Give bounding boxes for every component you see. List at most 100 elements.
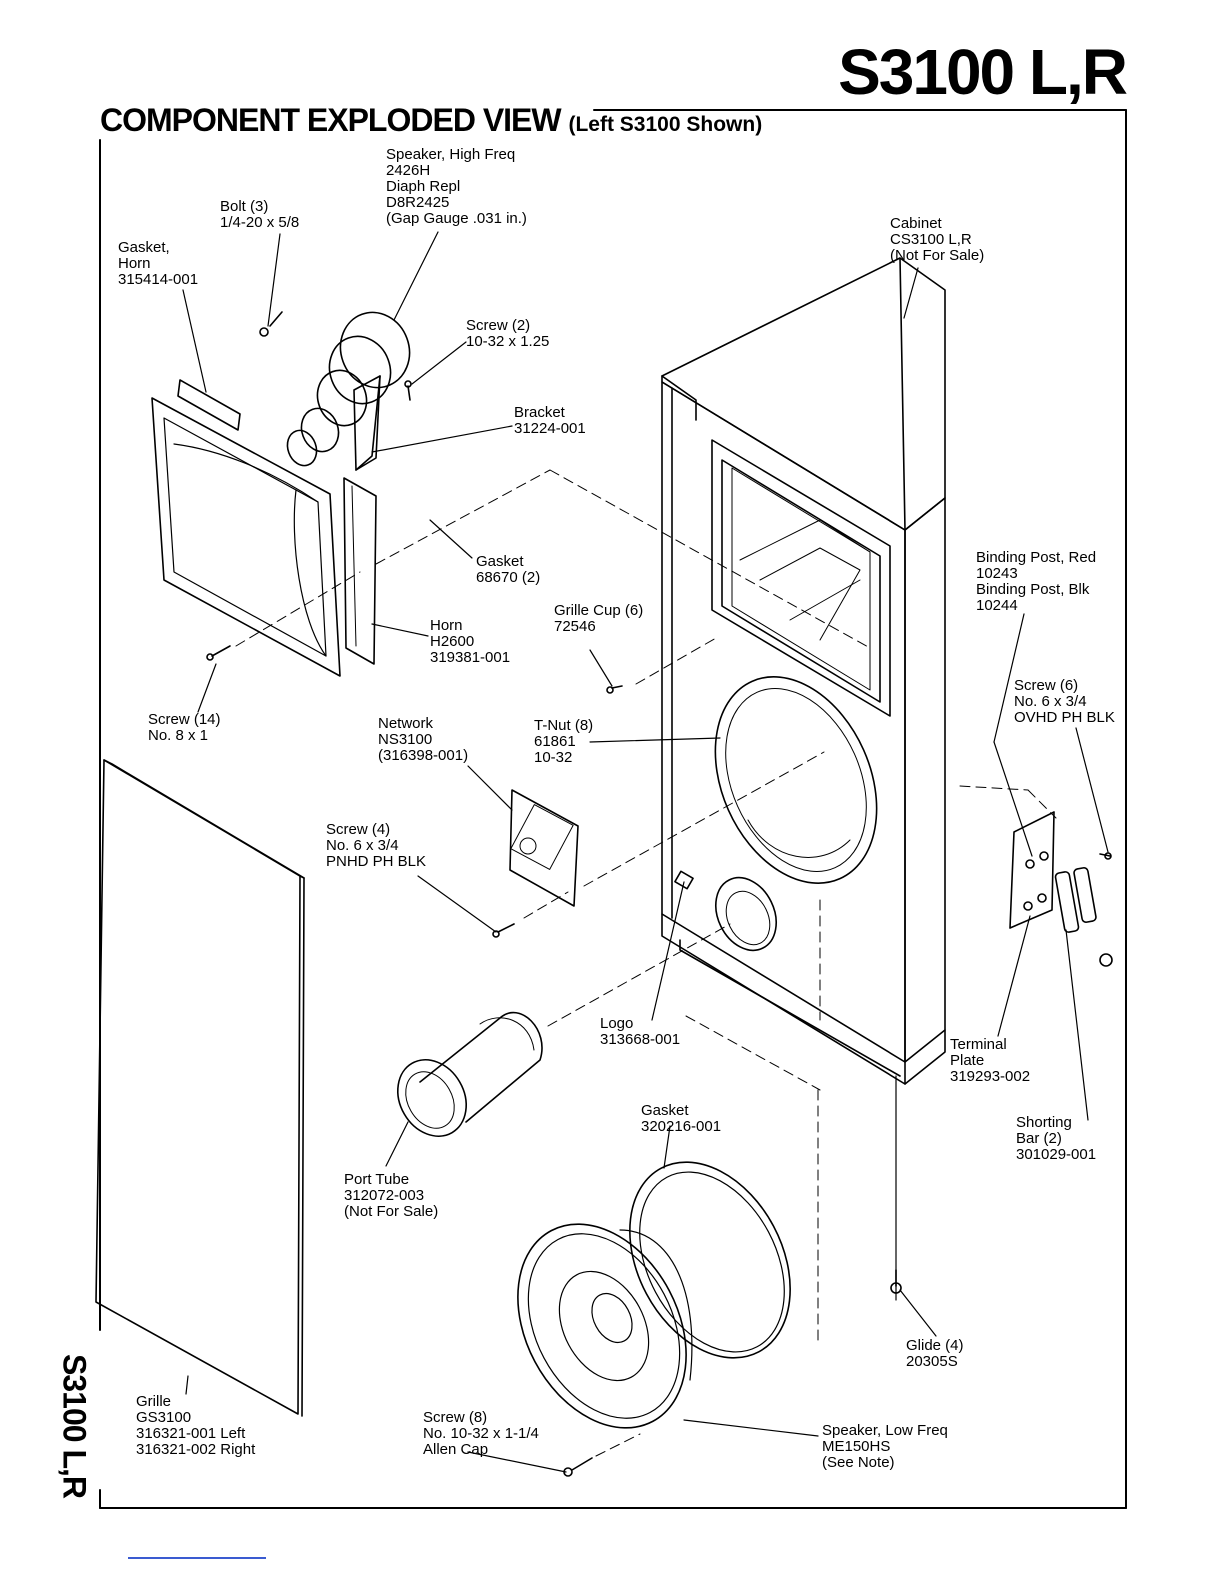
- callout-line: 10244: [976, 597, 1018, 614]
- callout-screw-6: Screw (6) No. 6 x 3/4 OVHD PH BLK: [1014, 678, 1115, 726]
- callout-line: Binding Post, Red: [976, 549, 1097, 566]
- callout-line: (Not For Sale): [344, 1203, 439, 1220]
- callout-line: No. 6 x 3/4: [1014, 693, 1087, 710]
- callout-line: Horn: [430, 617, 463, 634]
- callout-line: Logo: [600, 1015, 634, 1032]
- callout-line: 72546: [554, 618, 596, 635]
- callout-line: Horn: [118, 255, 151, 272]
- callout-line: 10243: [976, 565, 1018, 582]
- view-title: COMPONENT EXPLODED VIEW (Left S3100 Show…: [100, 104, 762, 136]
- callout-line: (Gap Gauge .031 in.): [386, 210, 527, 227]
- hf-driver-drawing: [259, 311, 411, 471]
- callout-screw-8: Screw (8) No. 10-32 x 1-1/4 Allen Cap: [423, 1410, 539, 1458]
- callout-screw-4: Screw (4) No. 6 x 3/4 PNHD PH BLK: [326, 822, 426, 870]
- callout-gasket-68670: Gasket 68670 (2): [476, 554, 540, 586]
- callout-speaker-low-freq: Speaker, Low Freq ME150HS (See Note): [822, 1423, 948, 1471]
- grille-drawing: [95, 759, 305, 1417]
- callout-line: 319293-002: [950, 1068, 1031, 1085]
- callout-line: 315414-001: [118, 271, 199, 288]
- footer-link-underline[interactable]: [128, 1557, 266, 1559]
- port-tube-drawing: [397, 1011, 543, 1137]
- callout-line: 320216-001: [641, 1118, 722, 1135]
- callout-line: 20305S: [906, 1353, 958, 1370]
- callout-line: Plate: [950, 1052, 985, 1069]
- callout-glide: Glide (4) 20305S: [906, 1338, 964, 1370]
- callout-line: Terminal: [950, 1036, 1007, 1053]
- small-parts-drawing: [206, 380, 1111, 1477]
- callout-grille-cup: Grille Cup (6) 72546: [554, 603, 643, 635]
- callout-line: Port Tube: [344, 1171, 410, 1188]
- callout-line: Screw (2): [466, 317, 531, 334]
- callout-line: Glide (4): [906, 1337, 964, 1354]
- callout-binding-post: Binding Post, Red 10243 Binding Post, Bl…: [976, 550, 1096, 614]
- callout-logo: Logo 313668-001: [600, 1016, 680, 1048]
- callout-port-tube: Port Tube 312072-003 (Not For Sale): [344, 1172, 438, 1220]
- callout-line: Diaph Repl: [386, 178, 461, 195]
- callout-line: Bar (2): [1016, 1130, 1062, 1147]
- callout-line: Bracket: [514, 404, 565, 421]
- page-frame: [99, 109, 1127, 1509]
- callout-line: Speaker, High Freq: [386, 146, 516, 163]
- view-title-main: COMPONENT EXPLODED VIEW: [100, 102, 562, 138]
- callout-gasket-horn: Gasket, Horn 315414-001: [118, 240, 198, 288]
- callout-line: 10-32 x 1.25: [466, 333, 550, 350]
- callout-line: No. 8 x 1: [148, 727, 209, 744]
- callout-line: CS3100 L,R: [890, 231, 972, 248]
- callout-shorting-bar: Shorting Bar (2) 301029-001: [1016, 1115, 1096, 1163]
- callout-bolt: Bolt (3) 1/4-20 x 5/8: [220, 199, 299, 231]
- callout-screw-14: Screw (14) No. 8 x 1: [148, 712, 221, 744]
- callout-line: No. 6 x 3/4: [326, 837, 399, 854]
- callout-line: Binding Post, Blk: [976, 581, 1090, 598]
- callout-line: 31224-001: [514, 420, 586, 437]
- cabinet-drawing: [661, 257, 946, 1085]
- callout-bracket: Bracket 31224-001: [514, 405, 586, 437]
- leader-lines: [182, 231, 1109, 1473]
- callout-screw-2: Screw (2) 10-32 x 1.25: [466, 318, 549, 350]
- view-subtitle: (Left S3100 Shown): [568, 113, 763, 136]
- network-drawing: [509, 789, 579, 907]
- callout-t-nut: T-Nut (8) 61861 10-32: [534, 718, 593, 766]
- callout-line: 10-32: [534, 749, 573, 766]
- callout-gasket-320216: Gasket 320216-001: [641, 1103, 721, 1135]
- callout-line: GS3100: [136, 1409, 192, 1426]
- callout-line: Network: [378, 715, 434, 732]
- callout-cabinet: Cabinet CS3100 L,R (Not For Sale): [890, 216, 984, 264]
- callout-line: 319381-001: [430, 649, 511, 666]
- callout-line: 312072-003: [344, 1187, 425, 1204]
- assembly-axes: [235, 469, 1057, 1457]
- callout-line: No. 10-32 x 1-1/4: [423, 1425, 539, 1442]
- callout-line: 68670 (2): [476, 569, 541, 586]
- callout-terminal-plate: Terminal Plate 319293-002: [950, 1037, 1030, 1085]
- callout-line: NS3100: [378, 731, 433, 748]
- callout-line: Allen Cap: [423, 1441, 489, 1458]
- callout-line: ME150HS: [822, 1438, 891, 1455]
- callout-line: 2426H: [386, 162, 431, 179]
- callout-line: 313668-001: [600, 1031, 681, 1048]
- horn-drawing: [151, 379, 377, 677]
- callout-line: Grille: [136, 1393, 172, 1410]
- callout-line: Screw (8): [423, 1409, 488, 1426]
- callout-line: Screw (6): [1014, 677, 1079, 694]
- callout-line: Gasket: [476, 553, 524, 570]
- callout-line: (See Note): [822, 1454, 895, 1471]
- callout-line: T-Nut (8): [534, 717, 594, 734]
- callout-line: (316398-001): [378, 747, 469, 764]
- callout-line: Shorting: [1016, 1114, 1072, 1131]
- callout-line: OVHD PH BLK: [1014, 709, 1115, 726]
- callout-horn: Horn H2600 319381-001: [430, 618, 510, 666]
- callout-line: Gasket,: [118, 239, 170, 256]
- terminal-plate-drawing: [1009, 811, 1113, 967]
- callout-line: D8R2425: [386, 194, 450, 211]
- callout-line: Bolt (3): [220, 198, 269, 215]
- callout-line: 316321-002 Right: [136, 1441, 256, 1458]
- callout-line: 301029-001: [1016, 1146, 1097, 1163]
- callout-line: (Not For Sale): [890, 247, 985, 264]
- callout-network: Network NS3100 (316398-001): [378, 716, 468, 764]
- callout-line: Gasket: [641, 1102, 689, 1119]
- callout-line: 61861: [534, 733, 576, 750]
- callout-line: Screw (14): [148, 711, 221, 728]
- callout-speaker-high-freq: Speaker, High Freq 2426H Diaph Repl D8R2…: [386, 147, 527, 227]
- woofer-drawing: [517, 1161, 791, 1429]
- callout-line: Speaker, Low Freq: [822, 1422, 948, 1439]
